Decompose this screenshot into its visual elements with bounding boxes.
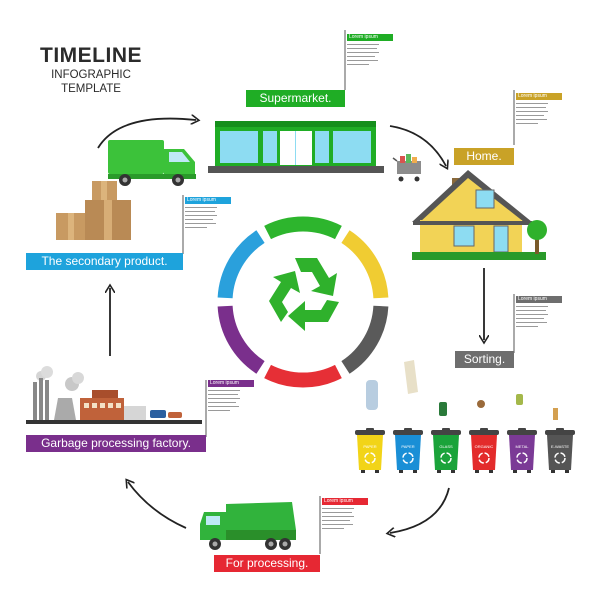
arrow-bins-to-processing — [390, 487, 450, 533]
truck-icon — [108, 140, 196, 186]
note-tag: Lorem ipsum — [516, 296, 562, 303]
trash-items — [366, 360, 558, 420]
garbage-truck-icon — [200, 502, 296, 550]
stage-label-sorting: Sorting. — [455, 351, 514, 368]
note-secondary: Lorem ipsum — [185, 197, 231, 231]
stage-label-factory: Garbage processing factory. — [26, 435, 206, 452]
bin-label: PAPER — [363, 444, 376, 449]
recycle-icon — [516, 452, 528, 464]
arrow-store-to-home — [389, 125, 446, 166]
recycle-icon — [440, 452, 452, 464]
note-factory: Lorem ipsum — [208, 380, 254, 414]
recycle-bin-icon: PAPER — [355, 428, 385, 473]
recycle-icon — [402, 452, 414, 464]
flow-arrows — [97, 119, 484, 533]
recycle-bin-icon: METAL — [507, 428, 537, 473]
cart-icon — [392, 154, 421, 182]
title-line-1: TIMELINE — [40, 44, 142, 67]
recycle-icon — [364, 452, 376, 464]
recycle-bin-icon: GLASS — [431, 428, 461, 473]
recycle-icon — [269, 258, 339, 331]
bin-label: ORGANIC — [475, 444, 494, 449]
bin-label: PAPER — [401, 444, 414, 449]
recycling-ring — [217, 216, 389, 388]
ring-segment — [264, 216, 342, 240]
house-icon — [412, 170, 547, 260]
store-icon — [208, 121, 384, 173]
recycle-icon — [478, 452, 490, 464]
stage-label-secondary: The secondary product. — [26, 253, 183, 270]
bin-label: E-WASTE — [551, 444, 569, 449]
bin-label: METAL — [515, 444, 529, 449]
bin-label: GLASS — [439, 444, 453, 449]
note-processing: Lorem ipsum — [322, 498, 368, 532]
stage-label-processing: For processing. — [214, 555, 320, 572]
stage-label-home: Home. — [454, 148, 514, 165]
bins: PAPER PAPER GLASS ORGANIC METAL E-WASTE — [355, 428, 575, 473]
ring-segment — [217, 230, 265, 299]
note-tag: Lorem ipsum — [322, 498, 368, 505]
note-sorting: Lorem ipsum — [516, 296, 562, 330]
note-tag: Lorem ipsum — [208, 380, 254, 387]
note-home: Lorem ipsum — [516, 93, 562, 127]
recycle-icon — [554, 452, 566, 464]
ring-segment — [341, 230, 389, 299]
ring-segment — [217, 305, 265, 374]
note-tag: Lorem ipsum — [185, 197, 231, 204]
note-tag: Lorem ipsum — [516, 93, 562, 100]
recycle-bin-icon: ORGANIC — [469, 428, 499, 473]
arrow-truck-to-store — [97, 119, 196, 149]
ring-segment — [341, 305, 389, 374]
note-supermarket: Lorem ipsum — [347, 34, 393, 68]
recycle-bin-icon: PAPER — [393, 428, 423, 473]
note-tag: Lorem ipsum — [347, 34, 393, 41]
stage-label-supermarket: Supermarket. — [246, 90, 345, 107]
factory-icon — [26, 366, 202, 424]
boxes-icon — [56, 181, 131, 240]
ring-segment — [264, 364, 342, 388]
title-line-3: TEMPLATE — [61, 83, 121, 95]
note-stems — [182, 30, 515, 554]
title-line-2: INFOGRAPHIC — [51, 69, 131, 81]
recycle-bin-icon: E-WASTE — [545, 428, 575, 473]
arrow-processing-to-factory — [128, 482, 187, 529]
